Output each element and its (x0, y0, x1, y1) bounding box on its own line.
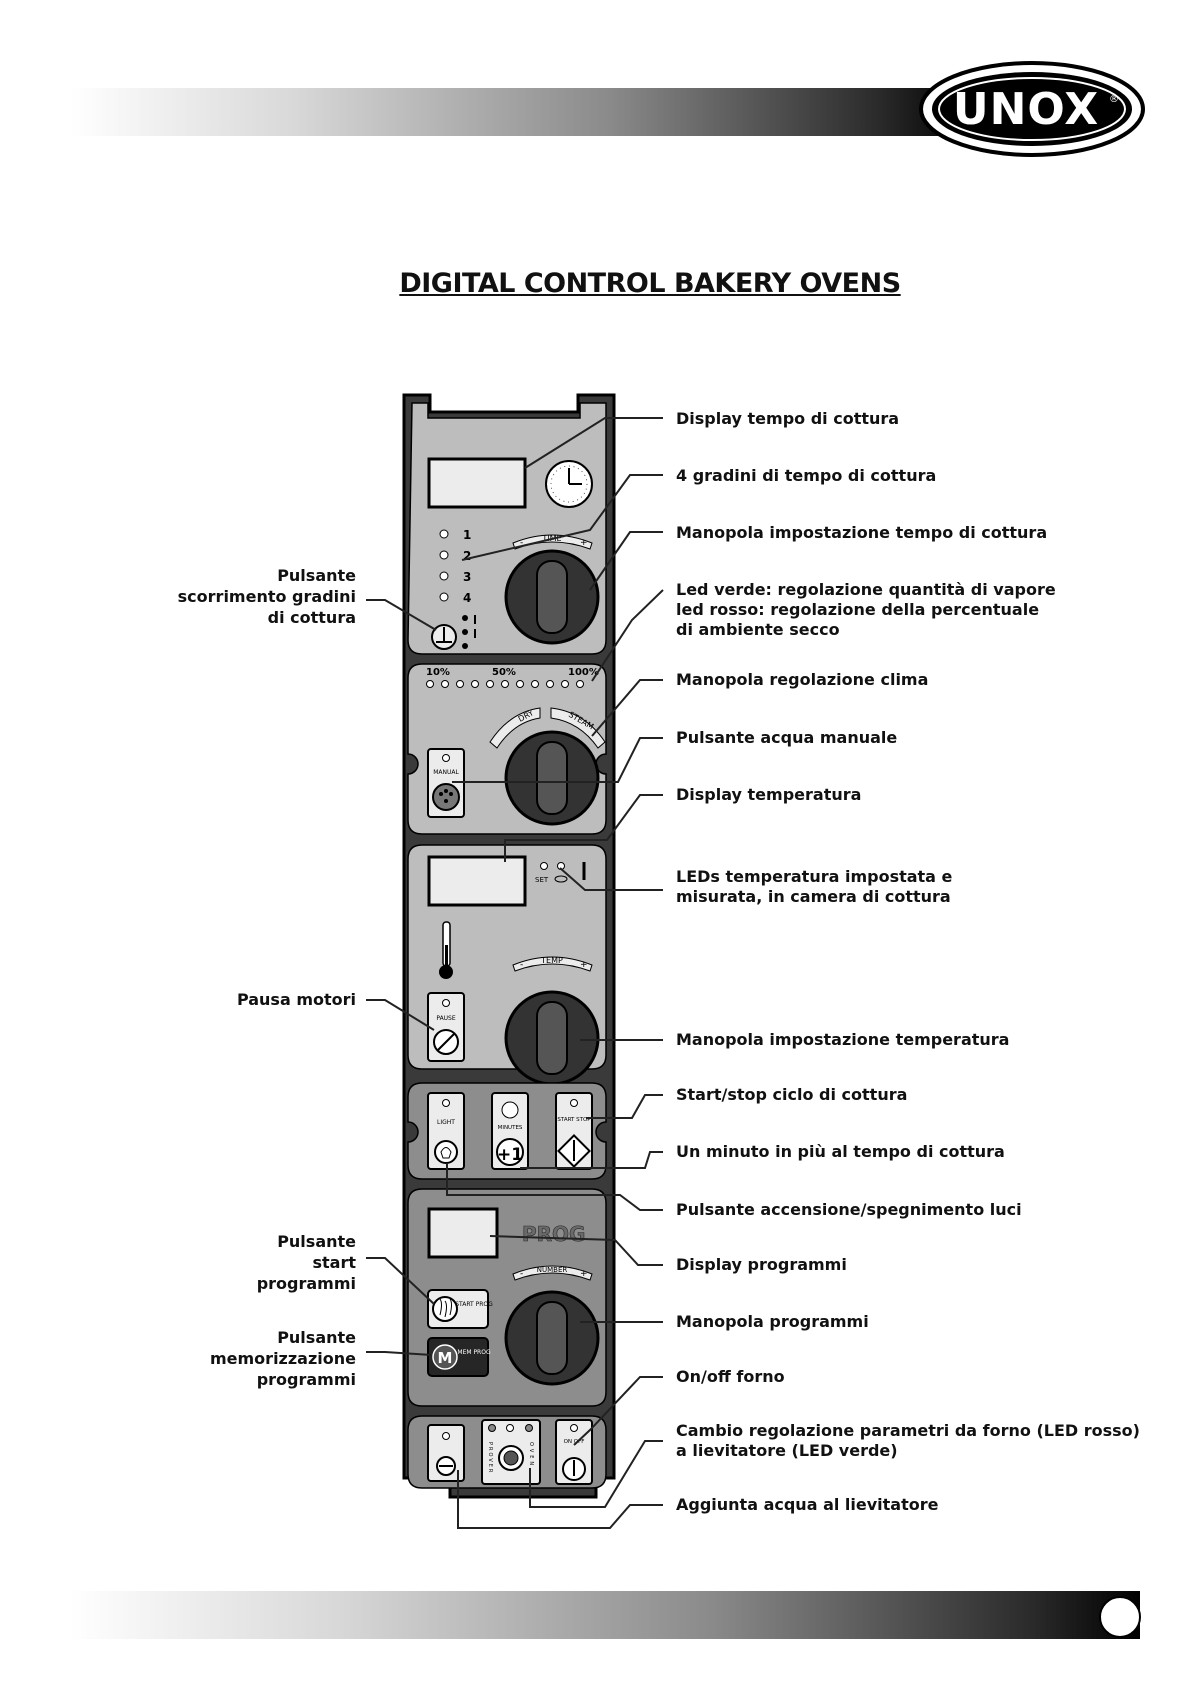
thermometer-icon (439, 921, 453, 979)
step-2-label: 2 (463, 549, 471, 563)
callout-temperature-knob: Manopola impostazione temperatura (676, 1030, 1010, 1049)
callout-one-minute: Un minuto in più al tempo di cottura (676, 1142, 1005, 1161)
svg-text:MEM PROG: MEM PROG (457, 1349, 491, 1356)
step-dots-icon (462, 615, 476, 649)
callout-time-knob: Manopola impostazione tempo di cottura (676, 523, 1048, 542)
start-program-button: START PROG (427, 1289, 493, 1329)
callout-climate-knob: Manopola regolazione clima (676, 670, 929, 689)
page-number-circle (1099, 1596, 1141, 1638)
header-gradient-bar (70, 88, 970, 136)
svg-text:+1: +1 (497, 1145, 523, 1165)
callout-on-off: On/off forno (676, 1367, 785, 1386)
svg-text:+: + (580, 538, 588, 548)
svg-text:MANUAL: MANUAL (433, 769, 459, 776)
svg-text:M: M (438, 1349, 453, 1367)
svg-text:+: + (580, 960, 588, 970)
percent-100-label: 100% (568, 667, 599, 678)
temperature-display (427, 855, 527, 907)
svg-text:MINUTES: MINUTES (498, 1125, 523, 1131)
callout-temperature-display: Display temperatura (676, 785, 862, 804)
prog-label: PROG (522, 1222, 585, 1246)
time-display (427, 457, 527, 509)
step-1-label: 1 (463, 528, 471, 542)
callout-manual-water: Pulsante acqua manuale (676, 728, 898, 747)
pause-motors-button: PAUSE (427, 992, 465, 1062)
footer-gradient-bar (70, 1591, 1140, 1639)
logo-text: UNOX (953, 84, 1099, 135)
start-stop-button: START STOP (555, 1092, 593, 1170)
time-step-leds (439, 529, 449, 602)
step-scroll-button (431, 624, 457, 650)
clock-icon (545, 460, 593, 508)
set-measured-leds: SET (535, 862, 568, 884)
callout-led-climate: Led verde: regolazione quantità di vapor… (676, 580, 1056, 639)
step-4-label: 4 (463, 591, 471, 605)
callout-start-stop: Start/stop ciclo di cottura (676, 1085, 908, 1104)
page-title: DIGITAL CONTROL BAKERY OVENS (399, 268, 901, 299)
program-display (427, 1207, 499, 1259)
percent-50-label: 50% (492, 667, 516, 678)
temp-arc-label: - TEMP + (512, 956, 593, 972)
svg-text:SET: SET (535, 876, 549, 884)
callout-display-time: Display tempo di cottura (676, 409, 900, 428)
callout-memorize-programs: Pulsante memorizzazione programmi (209, 1328, 356, 1389)
unox-logo: UNOX ® (919, 61, 1145, 157)
climate-leds (426, 680, 584, 688)
light-button: LIGHT (427, 1092, 465, 1170)
svg-text:ON OFF: ON OFF (564, 1439, 585, 1445)
svg-text:START STOP: START STOP (557, 1117, 591, 1123)
callout-step-scroll: Pulsante scorrimento gradini di cottura (177, 566, 356, 627)
leader-lines-left (366, 599, 437, 1356)
svg-text:OVEN: OVEN (528, 1442, 534, 1468)
svg-text:-: - (520, 538, 523, 548)
callout-program-display: Display programmi (676, 1255, 847, 1274)
svg-text:-: - (520, 1269, 523, 1279)
callout-prover-water: Aggiunta acqua al lievitatore (676, 1495, 939, 1514)
time-knob (504, 549, 600, 645)
number-arc-label: - NUMBER + (512, 1265, 593, 1281)
callout-light-button: Pulsante accensione/spegnimento luci (676, 1200, 1022, 1219)
memorize-program-button: M MEM PROG (427, 1337, 491, 1377)
temperature-knob (504, 990, 600, 1086)
svg-text:-: - (520, 960, 523, 970)
step-3-label: 3 (463, 570, 471, 584)
manual-water-button: MANUAL (427, 748, 465, 818)
callout-time-steps: 4 gradini di tempo di cottura (676, 466, 937, 485)
svg-text:PAUSE: PAUSE (436, 1015, 456, 1022)
callout-pause-motors: Pausa motori (236, 990, 356, 1009)
callout-start-programs: Pulsante start programmi (256, 1232, 356, 1293)
prover-water-button (427, 1424, 465, 1482)
program-knob (504, 1290, 600, 1386)
registered-mark: ® (1109, 94, 1119, 105)
svg-text:LIGHT: LIGHT (437, 1119, 455, 1126)
minutes-button: MINUTES +1 (491, 1092, 529, 1170)
svg-text:PROVER: PROVER (487, 1442, 493, 1474)
leader-lines (446, 417, 664, 1529)
percent-10-label: 10% (426, 667, 450, 678)
svg-text:START PROG: START PROG (455, 1301, 493, 1308)
callout-temperature-leds: LEDs temperatura impostata e misurata, i… (676, 867, 953, 906)
svg-text:+: + (580, 1269, 588, 1279)
prover-oven-switch: PROVER OVEN (481, 1419, 541, 1485)
climate-knob (504, 730, 600, 826)
svg-text:NUMBER: NUMBER (537, 1266, 568, 1274)
on-off-button: ON OFF (555, 1419, 593, 1485)
svg-text:TEMP: TEMP (540, 956, 563, 965)
callout-prover-oven-switch: Cambio regolazione parametri da forno (L… (676, 1421, 1140, 1460)
callout-program-knob: Manopola programmi (676, 1312, 869, 1331)
